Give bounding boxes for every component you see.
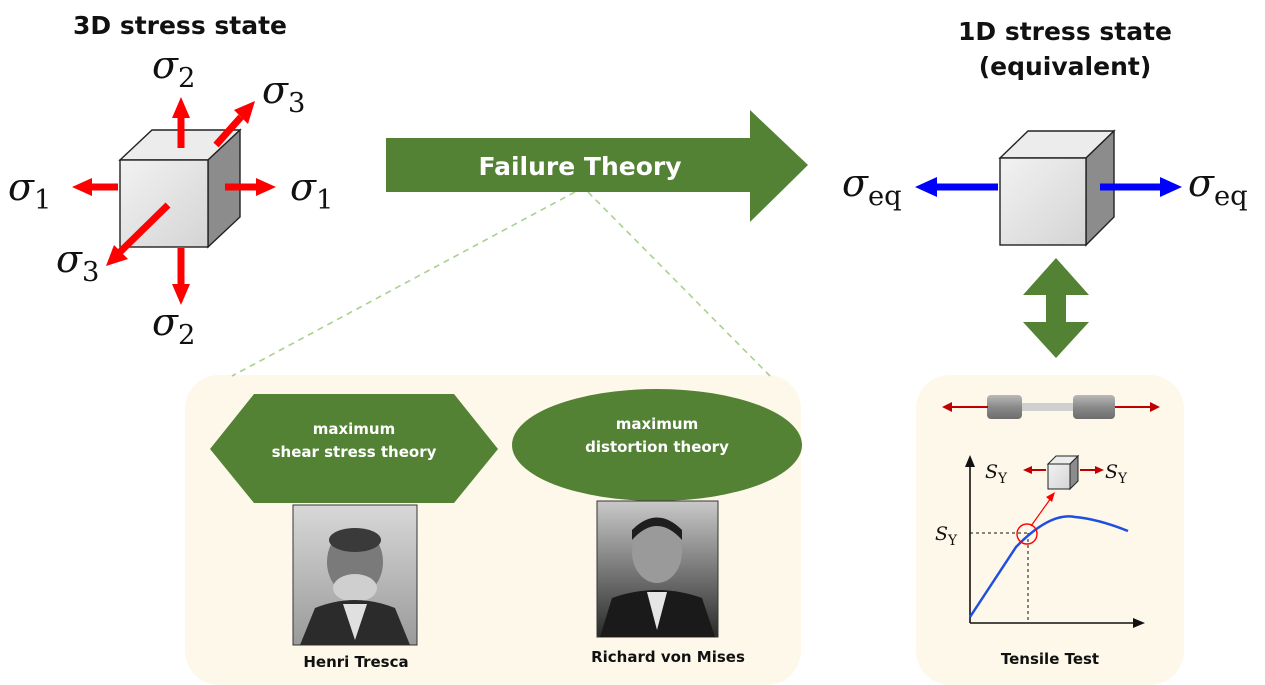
failure-theory-arrow [386, 110, 808, 222]
stress-cube-1d [998, 129, 1116, 247]
tensile-panel [916, 375, 1184, 685]
yield-pointer-head [1046, 492, 1055, 502]
sigma2-top-label: σ2 [152, 43, 195, 94]
right-heading-line1: 1D stress state [957, 17, 1173, 46]
right-heading: 1D stress state (equivalent) [935, 14, 1195, 84]
sy-axis-label: SY [935, 523, 958, 549]
stress-labels-3d: σ1 σ1 σ2 σ2 σ3 σ3 [8, 43, 333, 351]
sy-left-label: SY [985, 461, 1008, 487]
sigma1-right-label: σ1 [290, 165, 333, 216]
tensile-specimen [942, 395, 1160, 419]
tresca-name: Henri Tresca [303, 653, 408, 671]
yield-pointer-line [1030, 497, 1052, 527]
tresca-theory-line2: shear stress theory [272, 443, 437, 461]
guide-line-right [587, 191, 771, 377]
sy-right-label: SY [1105, 461, 1128, 487]
stress-cube-3d [118, 128, 242, 249]
von-mises-theory-ellipse [512, 389, 802, 501]
guide-line-left [231, 191, 576, 377]
right-heading-line2: (equivalent) [978, 52, 1152, 81]
von-mises-theory-line2: distortion theory [585, 438, 729, 456]
tresca-theory-hexagon [210, 394, 498, 503]
tresca-theory-line1: maximum [313, 420, 396, 438]
sigma2-bottom-label: σ2 [152, 300, 195, 351]
stress-strain-curve [968, 515, 1129, 618]
mini-stress-cube [1046, 454, 1080, 491]
von-mises-portrait [596, 500, 719, 638]
tensile-test-caption: Tensile Test [1001, 650, 1099, 668]
yield-guides [970, 532, 1029, 623]
sigma1-left-label: σ1 [8, 165, 51, 216]
mini-cube-arrows [1023, 466, 1104, 474]
left-heading: 3D stress state [72, 11, 288, 40]
sigma3-top-label: σ3 [262, 68, 305, 119]
sigma-eq-left-label: σeq [842, 161, 902, 212]
equivalence-double-arrow [1023, 258, 1089, 358]
von-mises-name: Richard von Mises [591, 648, 745, 666]
stress-arrows-1d [915, 177, 1182, 197]
von-mises-theory-line1: maximum [616, 415, 699, 433]
tresca-portrait [292, 504, 418, 646]
sigma-eq-right-label: σeq [1188, 161, 1248, 212]
failure-theory-label: Failure Theory [478, 152, 681, 181]
yield-point-marker [1016, 523, 1038, 545]
stress-arrows-3d [72, 97, 276, 305]
sigma3-bottom-label: σ3 [56, 237, 99, 288]
stress-strain-axes [965, 455, 1145, 628]
